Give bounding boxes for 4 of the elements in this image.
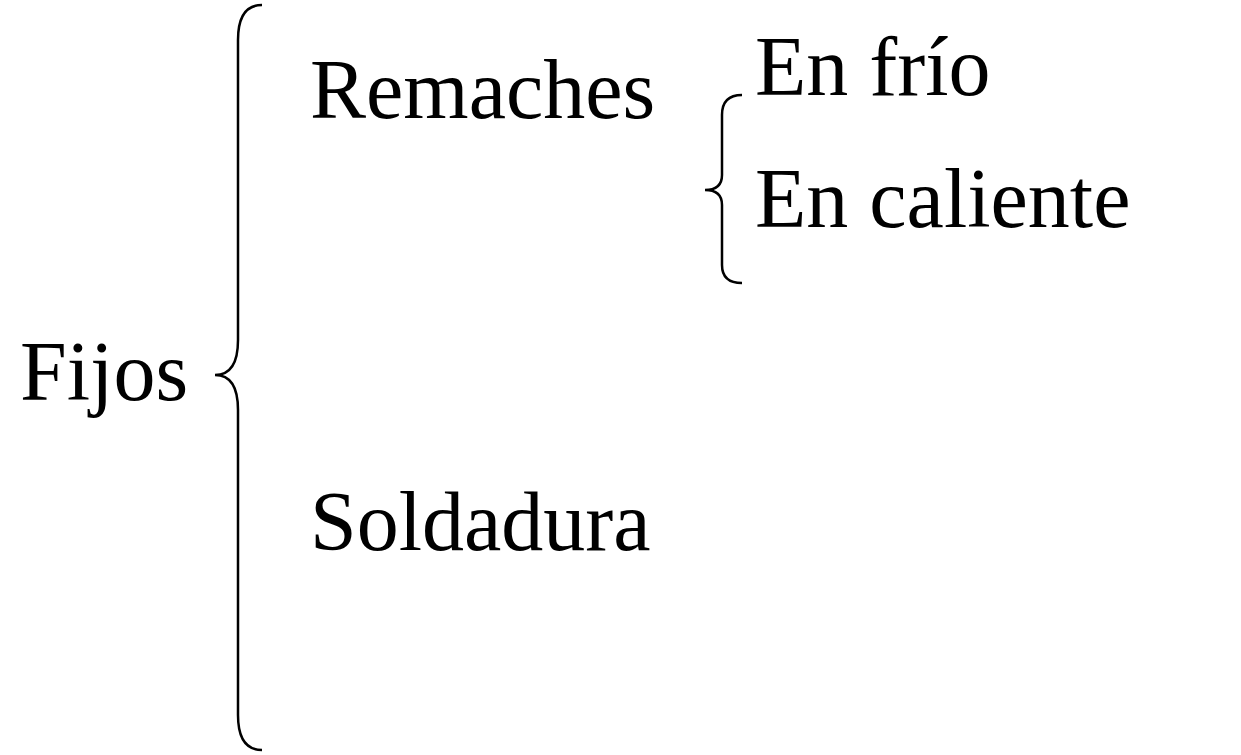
category-label: Soldadura [310, 480, 651, 564]
category-label: Remaches [310, 48, 656, 132]
category-label: En frío [755, 25, 991, 109]
category-label: En caliente [755, 157, 1131, 241]
